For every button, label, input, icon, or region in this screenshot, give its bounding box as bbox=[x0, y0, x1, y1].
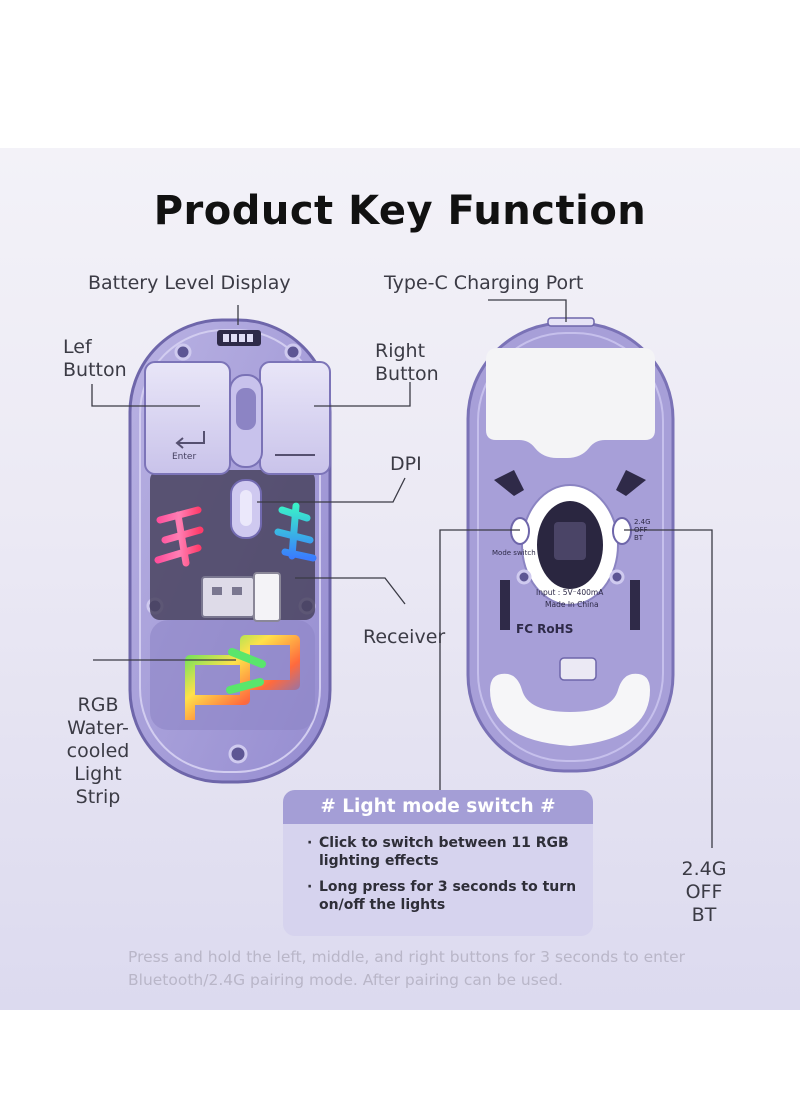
light-mode-panel: # Light mode switch # · Click to switch b… bbox=[283, 790, 593, 936]
light-mode-heading: # Light mode switch # bbox=[283, 790, 593, 824]
mouse-bottom-view bbox=[466, 317, 675, 773]
input-rating: Input : 5V⁻400mA bbox=[536, 588, 604, 597]
rgb-line2: Water- bbox=[67, 717, 129, 739]
switch-small-bt: BT bbox=[634, 534, 644, 542]
dpi-label: DPI bbox=[390, 453, 422, 475]
light-mode-list: · Click to switch between 11 RGB lighting… bbox=[283, 824, 593, 914]
mode-bt: BT bbox=[691, 904, 717, 926]
switch-small-labels: 2.4G OFF BT bbox=[634, 518, 651, 542]
switch-small-24g: 2.4G bbox=[634, 518, 651, 526]
battery-level-icon bbox=[217, 330, 261, 346]
rgb-side-strips bbox=[154, 502, 317, 567]
bullet-icon: · bbox=[307, 835, 313, 851]
rgb-line5: Strip bbox=[75, 786, 121, 808]
light-mode-item-2: Long press for 3 seconds to turn on/off … bbox=[319, 879, 577, 913]
switch-small-off: OFF bbox=[634, 526, 648, 534]
mouse-top-view bbox=[128, 318, 332, 784]
right-button-label-line1: Right bbox=[375, 340, 426, 362]
right-button-label-line2: Button bbox=[375, 363, 439, 385]
right-button-label: Right Button bbox=[375, 340, 439, 386]
right-button-key bbox=[259, 361, 331, 475]
receiver-icon bbox=[201, 572, 281, 622]
left-button-label-line1: Lef bbox=[63, 336, 92, 358]
enter-key-label: Enter bbox=[172, 452, 197, 462]
receiver-label: Receiver bbox=[363, 626, 446, 648]
light-mode-switch bbox=[510, 517, 530, 545]
bullet-icon: · bbox=[307, 879, 313, 895]
rgb-line4: Light bbox=[74, 763, 122, 785]
typec-port-label: Type-C Charging Port bbox=[384, 272, 584, 294]
enter-arrow-icon bbox=[178, 431, 205, 444]
list-item: · Long press for 3 seconds to turn on/off… bbox=[307, 878, 583, 914]
scroll-wheel bbox=[236, 388, 256, 430]
rgb-line3: cooled bbox=[66, 740, 130, 762]
left-button-label-line2: Button bbox=[63, 359, 127, 381]
left-button-label: Lef Button bbox=[63, 336, 127, 382]
type-c-port bbox=[547, 317, 595, 327]
bottom-glide-pad bbox=[490, 673, 650, 746]
leader-lines bbox=[91, 299, 713, 848]
page-title: Product Key Function bbox=[153, 188, 647, 234]
battery-level-label: Battery Level Display bbox=[88, 272, 291, 294]
connection-mode-switch bbox=[612, 517, 632, 545]
mode-off: OFF bbox=[685, 881, 723, 903]
rgb-line1: RGB bbox=[77, 694, 119, 716]
connection-mode-label: 2.4G OFF BT bbox=[672, 858, 736, 927]
list-item: · Click to switch between 11 RGB lighting… bbox=[307, 834, 583, 870]
pairing-note: Press and hold the left, middle, and rig… bbox=[128, 948, 685, 989]
made-in-label: Made In China bbox=[545, 600, 599, 609]
mode-switch-label: Mode switch bbox=[492, 549, 536, 557]
mode-24g: 2.4G bbox=[681, 858, 727, 880]
light-mode-item-1: Click to switch between 11 RGB lighting … bbox=[319, 835, 569, 869]
certification-marks: FC RoHS bbox=[516, 622, 574, 636]
top-glide-pad bbox=[486, 348, 655, 458]
rgb-strip-label: RGB Water- cooled Light Strip bbox=[58, 694, 138, 809]
grille-icon bbox=[559, 657, 597, 681]
